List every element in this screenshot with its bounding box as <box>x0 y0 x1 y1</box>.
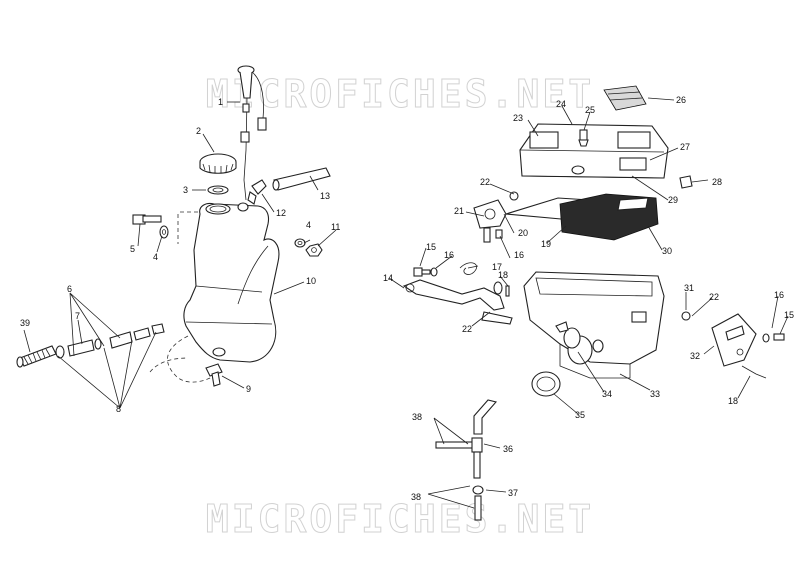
filler-cap[interactable] <box>199 153 237 174</box>
callout-21: 21 <box>454 206 464 216</box>
small-screw[interactable] <box>495 229 503 239</box>
linkage-washer[interactable] <box>430 267 438 277</box>
callout-1: 1 <box>218 97 223 107</box>
airbox-base[interactable] <box>523 271 665 379</box>
plate-screw[interactable] <box>762 333 785 343</box>
boot-clamp[interactable] <box>531 371 561 397</box>
callout-22-upper: 22 <box>480 177 490 187</box>
airbox-assembly <box>402 85 785 521</box>
callout-20: 20 <box>518 228 528 238</box>
callout-14: 14 <box>383 273 393 283</box>
callout-26: 26 <box>676 95 686 105</box>
elbow-fitting[interactable] <box>247 179 267 205</box>
watermark-top: MICROFICHES.NET <box>205 72 595 117</box>
callout-10: 10 <box>306 276 316 286</box>
callout-16-mid: 16 <box>514 250 524 260</box>
callout-15-upper: 15 <box>426 242 436 252</box>
callout-9: 9 <box>246 384 251 394</box>
callout-33: 33 <box>650 389 660 399</box>
fuel-tank[interactable] <box>183 202 280 363</box>
callout-29: 29 <box>668 195 678 205</box>
linkage-arm[interactable] <box>402 279 513 325</box>
air-filter-element[interactable] <box>559 193 659 241</box>
callout-38-upper: 38 <box>412 412 422 422</box>
washer-left[interactable] <box>159 225 169 239</box>
callout-16-upper: 16 <box>444 250 454 260</box>
callout-11: 11 <box>331 222 340 232</box>
throttle-bracket[interactable] <box>473 199 507 243</box>
leader-lines <box>23 97 789 509</box>
fuel-outlet-fitting[interactable] <box>205 363 223 387</box>
callout-2: 2 <box>196 126 201 136</box>
callout-27: 27 <box>680 142 690 152</box>
nut[interactable] <box>305 243 323 257</box>
callout-30: 30 <box>662 246 672 256</box>
callout-4-left: 4 <box>153 252 158 262</box>
callout-16-right: 16 <box>774 290 784 300</box>
callout-37: 37 <box>508 488 518 498</box>
callout-22-lower: 22 <box>462 324 472 334</box>
vent-hose[interactable] <box>273 167 331 191</box>
bolt[interactable] <box>132 214 162 225</box>
callout-22-right: 22 <box>709 292 719 302</box>
vent-line[interactable] <box>237 65 267 201</box>
fuel-tank-assembly <box>16 65 331 387</box>
callout-35: 35 <box>575 410 585 420</box>
callout-6: 6 <box>67 284 72 294</box>
callout-18-upper: 18 <box>498 270 508 280</box>
callout-23: 23 <box>513 113 523 123</box>
spring-clip[interactable] <box>459 262 477 275</box>
callout-12: 12 <box>276 208 286 218</box>
callout-32: 32 <box>690 351 700 361</box>
watermark-bottom: MICROFICHES.NET <box>205 497 595 542</box>
intake-boot[interactable] <box>555 321 581 349</box>
cable-tie[interactable] <box>741 365 767 379</box>
fuel-line-kit[interactable] <box>16 323 165 368</box>
side-plate[interactable] <box>711 313 757 367</box>
washer-right[interactable] <box>294 238 306 248</box>
callout-28: 28 <box>712 177 722 187</box>
callout-24: 24 <box>556 99 566 109</box>
linkage-pin[interactable] <box>505 285 510 297</box>
callout-18-lower: 18 <box>728 396 738 406</box>
callout-3: 3 <box>183 185 188 195</box>
callout-39: 39 <box>20 318 30 328</box>
callout-31: 31 <box>684 283 694 293</box>
callout-8: 8 <box>116 404 121 414</box>
linkage-screw[interactable] <box>413 267 431 277</box>
callout-13: 13 <box>320 191 330 201</box>
callout-25: 25 <box>585 105 595 115</box>
callout-34: 34 <box>602 389 612 399</box>
callout-38-lower: 38 <box>411 492 421 502</box>
callout-7: 7 <box>75 311 80 321</box>
callout-17: 17 <box>492 262 502 272</box>
cap-gasket[interactable] <box>207 185 229 195</box>
callout-labels: 1 2 3 4 4 5 6 7 8 9 10 11 12 13 14 15 15… <box>20 95 794 502</box>
airbox-cover[interactable] <box>519 123 669 179</box>
drain-hose-assembly[interactable] <box>435 399 498 521</box>
callout-15-right: 15 <box>784 310 794 320</box>
callout-5: 5 <box>130 244 135 254</box>
breather-fitting[interactable] <box>578 129 589 147</box>
callout-19: 19 <box>541 239 551 249</box>
callout-36: 36 <box>503 444 513 454</box>
foam-filter-top[interactable] <box>603 85 647 111</box>
callout-4-right: 4 <box>306 220 311 230</box>
grommet[interactable] <box>681 311 691 321</box>
small-washer[interactable] <box>509 191 519 201</box>
clip[interactable] <box>679 175 693 189</box>
